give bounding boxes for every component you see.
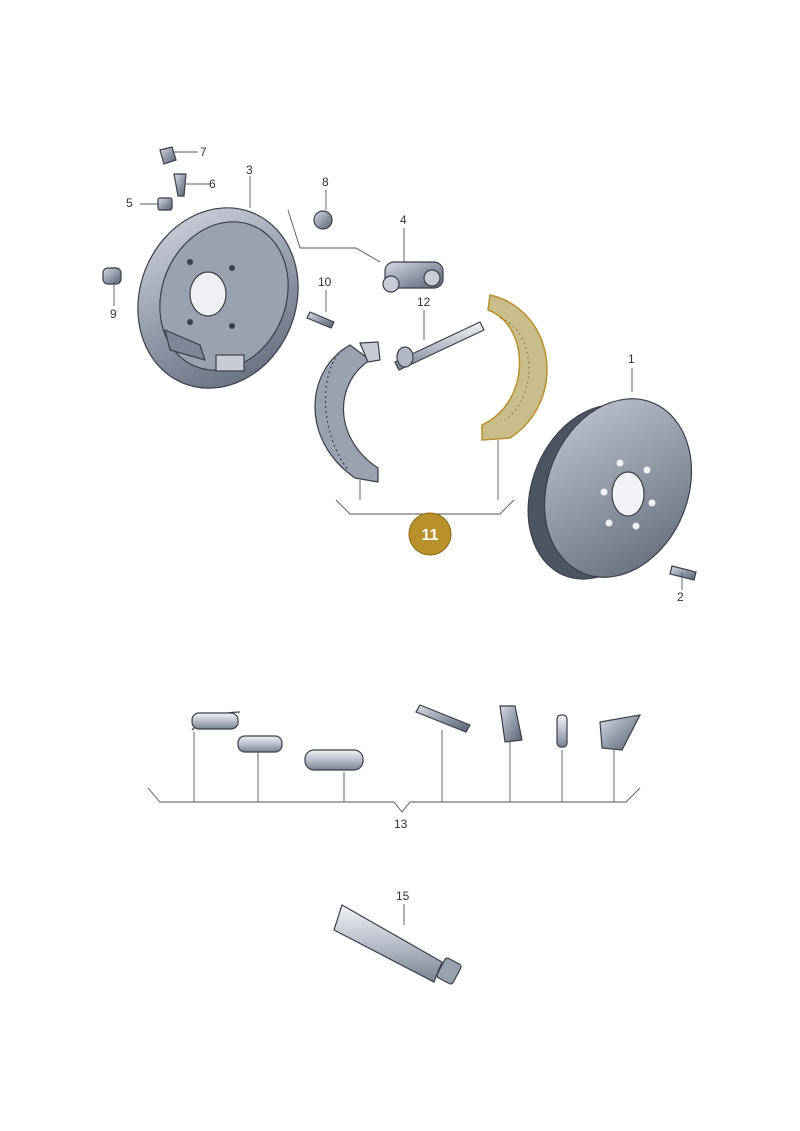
wheel-cylinder xyxy=(382,261,444,293)
label-part-12: 12 xyxy=(417,295,431,309)
bolt-part-10 xyxy=(306,311,335,329)
label-part-10: 10 xyxy=(318,275,332,289)
leader-lines xyxy=(113,151,683,925)
label-part-4: 4 xyxy=(400,213,407,227)
brake-drum xyxy=(527,398,693,580)
label-part-15: 15 xyxy=(396,889,410,903)
brake-shoe-right-highlighted xyxy=(481,294,548,441)
label-part-5: 5 xyxy=(126,196,133,210)
hardware-set xyxy=(191,704,642,771)
label-part-1: 1 xyxy=(628,352,635,366)
screw-part-5 xyxy=(157,197,173,211)
adjuster-rod xyxy=(394,321,485,371)
label-part-11: 11 xyxy=(422,527,439,544)
bleed-cap-part-7 xyxy=(159,146,177,165)
bleed-valve-part-6 xyxy=(173,173,187,197)
grease-tube xyxy=(333,904,462,985)
label-part-2: 2 xyxy=(677,590,684,604)
badge-circle xyxy=(408,512,452,556)
bushing-part-9 xyxy=(102,267,122,285)
label-part-6: 6 xyxy=(209,177,216,191)
label-part-8: 8 xyxy=(322,175,329,189)
part-labels: 7 6 5 3 8 4 9 10 12 1 2 13 15 xyxy=(110,145,684,903)
label-part-13: 13 xyxy=(394,817,408,831)
plug-part-8 xyxy=(313,210,333,230)
bolt-part-2 xyxy=(669,565,697,581)
label-part-9: 9 xyxy=(110,307,117,321)
backing-plate xyxy=(137,207,299,389)
label-part-3: 3 xyxy=(246,163,253,177)
highlighted-part-badge[interactable]: 11 xyxy=(408,512,452,556)
label-part-7: 7 xyxy=(200,145,207,159)
brake-shoe-left xyxy=(314,341,381,483)
